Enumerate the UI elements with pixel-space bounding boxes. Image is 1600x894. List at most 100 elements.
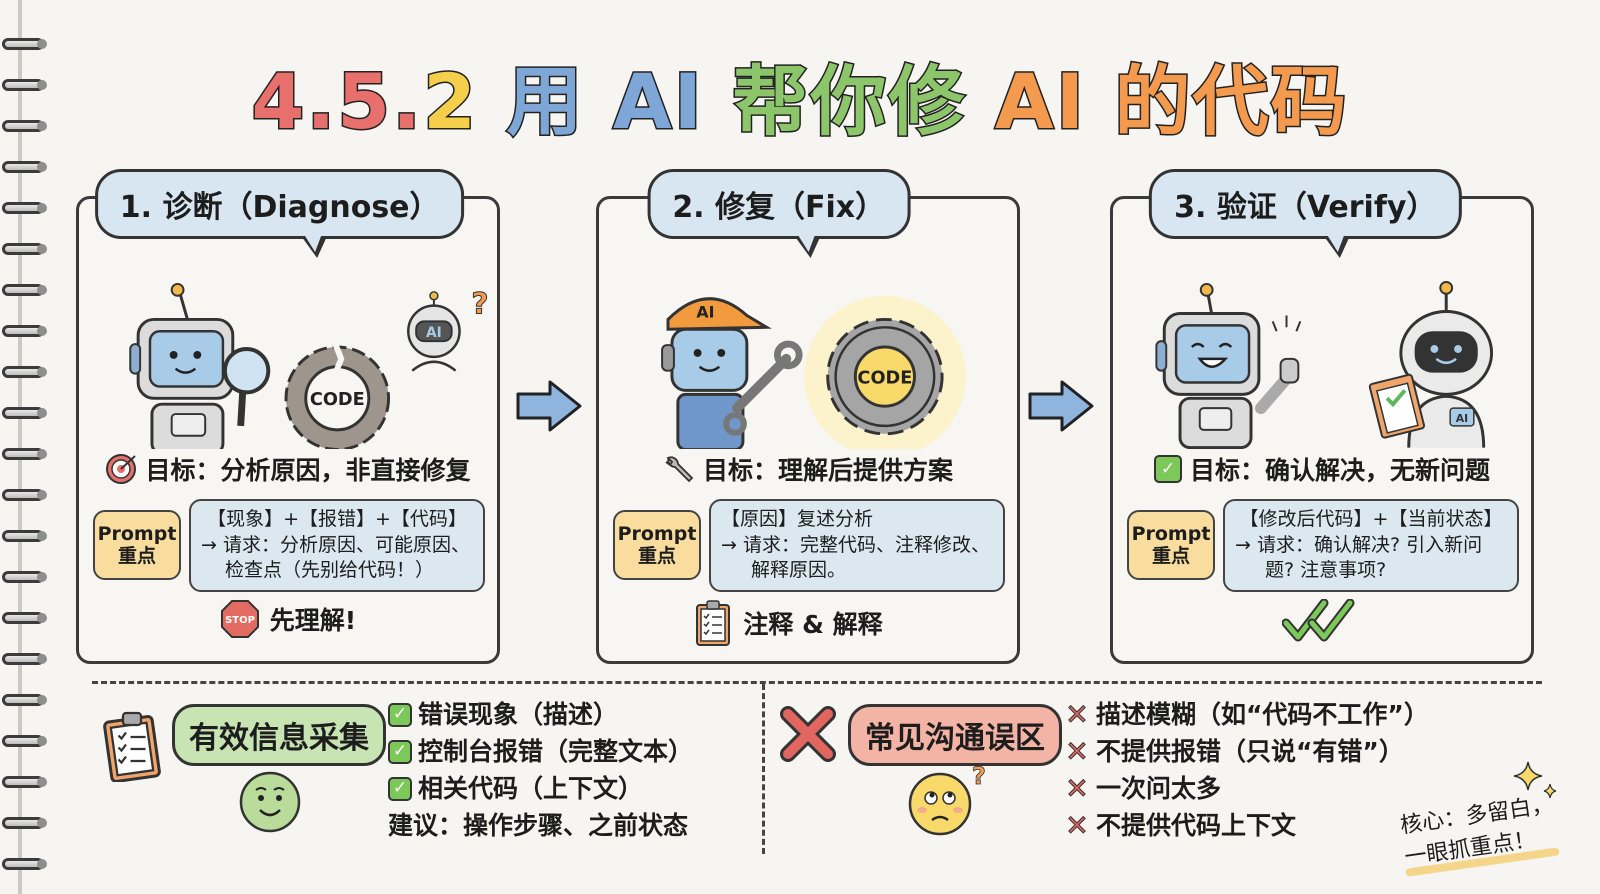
step-heading: 1. 诊断（Diagnose） (94, 169, 465, 258)
cross-icon: ✕ (1065, 809, 1089, 843)
diagnose-illustration: CODE AI ? (129, 282, 489, 449)
footer-text: 先理解! (269, 606, 357, 635)
vertical-divider (762, 684, 765, 854)
cross-icon: ✕ (1065, 735, 1089, 769)
binding-ring (2, 817, 47, 829)
step-heading: 2. 修复（Fix） (647, 169, 911, 258)
prompt-tag: Prompt 重点 (1127, 510, 1215, 581)
notebook-spine (18, 0, 22, 894)
prompt-body: 【原因】复述分析 → 请求：完整代码、注释修改、 解释原因。 (709, 499, 1005, 592)
arrow-right-icon (1028, 380, 1094, 432)
double-check-icon (1282, 599, 1355, 642)
verify-illustration: AI (1155, 280, 1494, 449)
prompt-body: 【修改后代码】+【当前状态】 → 请求：确认解决? 引入新问 题? 注意事项? (1223, 499, 1519, 592)
ai-robot-clipboard-icon: AI (1368, 280, 1494, 448)
step-panel-fix: 2. 修复（Fix） AI CODE 目标：理解后提供方案 (596, 169, 1020, 664)
cross-icon: ✕ (1065, 698, 1089, 732)
binding-ring (2, 530, 47, 542)
svg-text:CODE: CODE (310, 390, 365, 410)
prompt-section: Prompt 重点 【原因】复述分析 → 请求：完整代码、注释修改、 解释原因。 (613, 499, 1005, 592)
goal-text: 目标：理解后提供方案 (702, 456, 953, 485)
binding-ring (2, 284, 47, 296)
step-goal: 目标：理解后提供方案 (599, 451, 1017, 487)
binding-ring (2, 243, 47, 255)
step-footer (1113, 599, 1531, 643)
step-panel-verify: 3. 验证（Verify） AI (1110, 169, 1534, 664)
binding-ring (2, 694, 47, 706)
list-item: ✕描述模糊（如“代码不工作”） (1065, 698, 1429, 732)
binding-ring (2, 161, 47, 173)
step-goal: 目标：分析原因，非直接修复 (79, 451, 497, 487)
title-part: 5. (336, 56, 424, 148)
target-icon (106, 454, 137, 484)
list-item: 建议：操作步骤、之前状态 (388, 811, 689, 840)
svg-text:CODE: CODE (857, 369, 912, 389)
prompt-section: Prompt 重点 【现象】+【报错】+【代码】 → 请求：分析原因、可能原因、… (93, 499, 485, 592)
horizontal-divider (92, 681, 1542, 684)
list-item: ✕一次问太多 (1065, 772, 1222, 806)
thumbs-up-robot-icon (1155, 282, 1302, 449)
binding-ring (2, 776, 47, 788)
title-part: AI 的代码 (993, 56, 1349, 148)
good-practice-pill: 有效信息采集 (172, 704, 386, 766)
binding-ring (2, 325, 47, 337)
checkbox-icon: ✓ (1153, 455, 1182, 483)
binding-ring (2, 612, 47, 624)
list-item: ✓控制台报错（完整文本） (388, 733, 693, 770)
sparkle-icon (1513, 761, 1557, 799)
wrench-icon (665, 456, 694, 483)
pitfalls-list: ✕描述模糊（如“代码不工作”） ✕不提供报错（只说“有错”） ✕一次问太多 ✕不… (1064, 696, 1429, 844)
good-practice-list: ✓错误现象（描述） ✓控制台报错（完整文本） ✓相关代码（上下文） 建议：操作步… (388, 696, 693, 844)
svg-text:AI: AI (1456, 412, 1468, 425)
step-heading: 3. 验证（Verify） (1149, 169, 1462, 258)
binding-ring (2, 120, 47, 132)
broken-gear-icon: CODE (284, 338, 391, 449)
list-item: ✕不提供代码上下文 (1065, 809, 1297, 843)
goal-text: 目标：分析原因，非直接修复 (145, 456, 471, 485)
step-panel-diagnose: 1. 诊断（Diagnose） CODE (76, 169, 500, 664)
red-x-icon (780, 706, 836, 762)
glowing-gear-icon: CODE (804, 295, 966, 449)
ai-robot-question-icon: AI ? (407, 286, 489, 372)
binding-ring (2, 448, 47, 460)
clipboard-icon (696, 600, 731, 646)
list-item: ✓相关代码（上下文） (388, 770, 693, 807)
binding-ring (2, 858, 47, 870)
check-icon: ✓ (388, 702, 412, 727)
prompt-section: Prompt 重点 【修改后代码】+【当前状态】 → 请求：确认解决? 引入新问… (1127, 499, 1519, 592)
prompt-tag: Prompt 重点 (93, 510, 181, 581)
binding-ring (2, 366, 47, 378)
binding-ring (2, 202, 47, 214)
binding-ring (2, 489, 47, 501)
svg-text:STOP: STOP (225, 615, 255, 626)
list-item: ✓错误现象（描述） (388, 696, 693, 733)
smiley-face-icon (239, 771, 301, 833)
step-footer: STOP 先理解! (79, 599, 497, 639)
binding-ring (2, 735, 47, 747)
binding-ring (2, 571, 47, 583)
title-part: 用 AI (505, 56, 733, 148)
binding-ring (2, 407, 47, 419)
svg-text:AI: AI (426, 325, 442, 341)
clipboard-icon (103, 711, 161, 782)
check-icon: ✓ (388, 776, 412, 801)
goal-text: 目标：确认解决，无新问题 (1189, 456, 1490, 485)
page-title: 4.5.2 用 AI 帮你修 AI 的代码 (0, 40, 1600, 150)
step-footer: 注释 & 解释 (579, 599, 997, 647)
pitfalls-pill: 常见沟通误区 (848, 704, 1062, 766)
title-part: 帮你修 (731, 56, 995, 148)
binding-ring (2, 653, 47, 665)
fix-illustration: AI CODE (661, 295, 966, 449)
arrow-right-icon (516, 380, 582, 432)
check-icon: ✓ (388, 739, 412, 764)
robot-magnifier-icon (129, 282, 271, 449)
mechanic-robot-icon: AI (661, 297, 803, 449)
step-goal: ✓ 目标：确认解决，无新问题 (1113, 451, 1531, 487)
svg-text:?: ? (972, 762, 986, 790)
svg-text:AI: AI (696, 302, 714, 321)
footer-text: 注释 & 解释 (743, 610, 883, 639)
cross-icon: ✕ (1065, 772, 1089, 806)
stop-sign-icon: STOP (220, 600, 259, 638)
binding-ring (2, 79, 47, 91)
binding-ring (2, 38, 47, 50)
